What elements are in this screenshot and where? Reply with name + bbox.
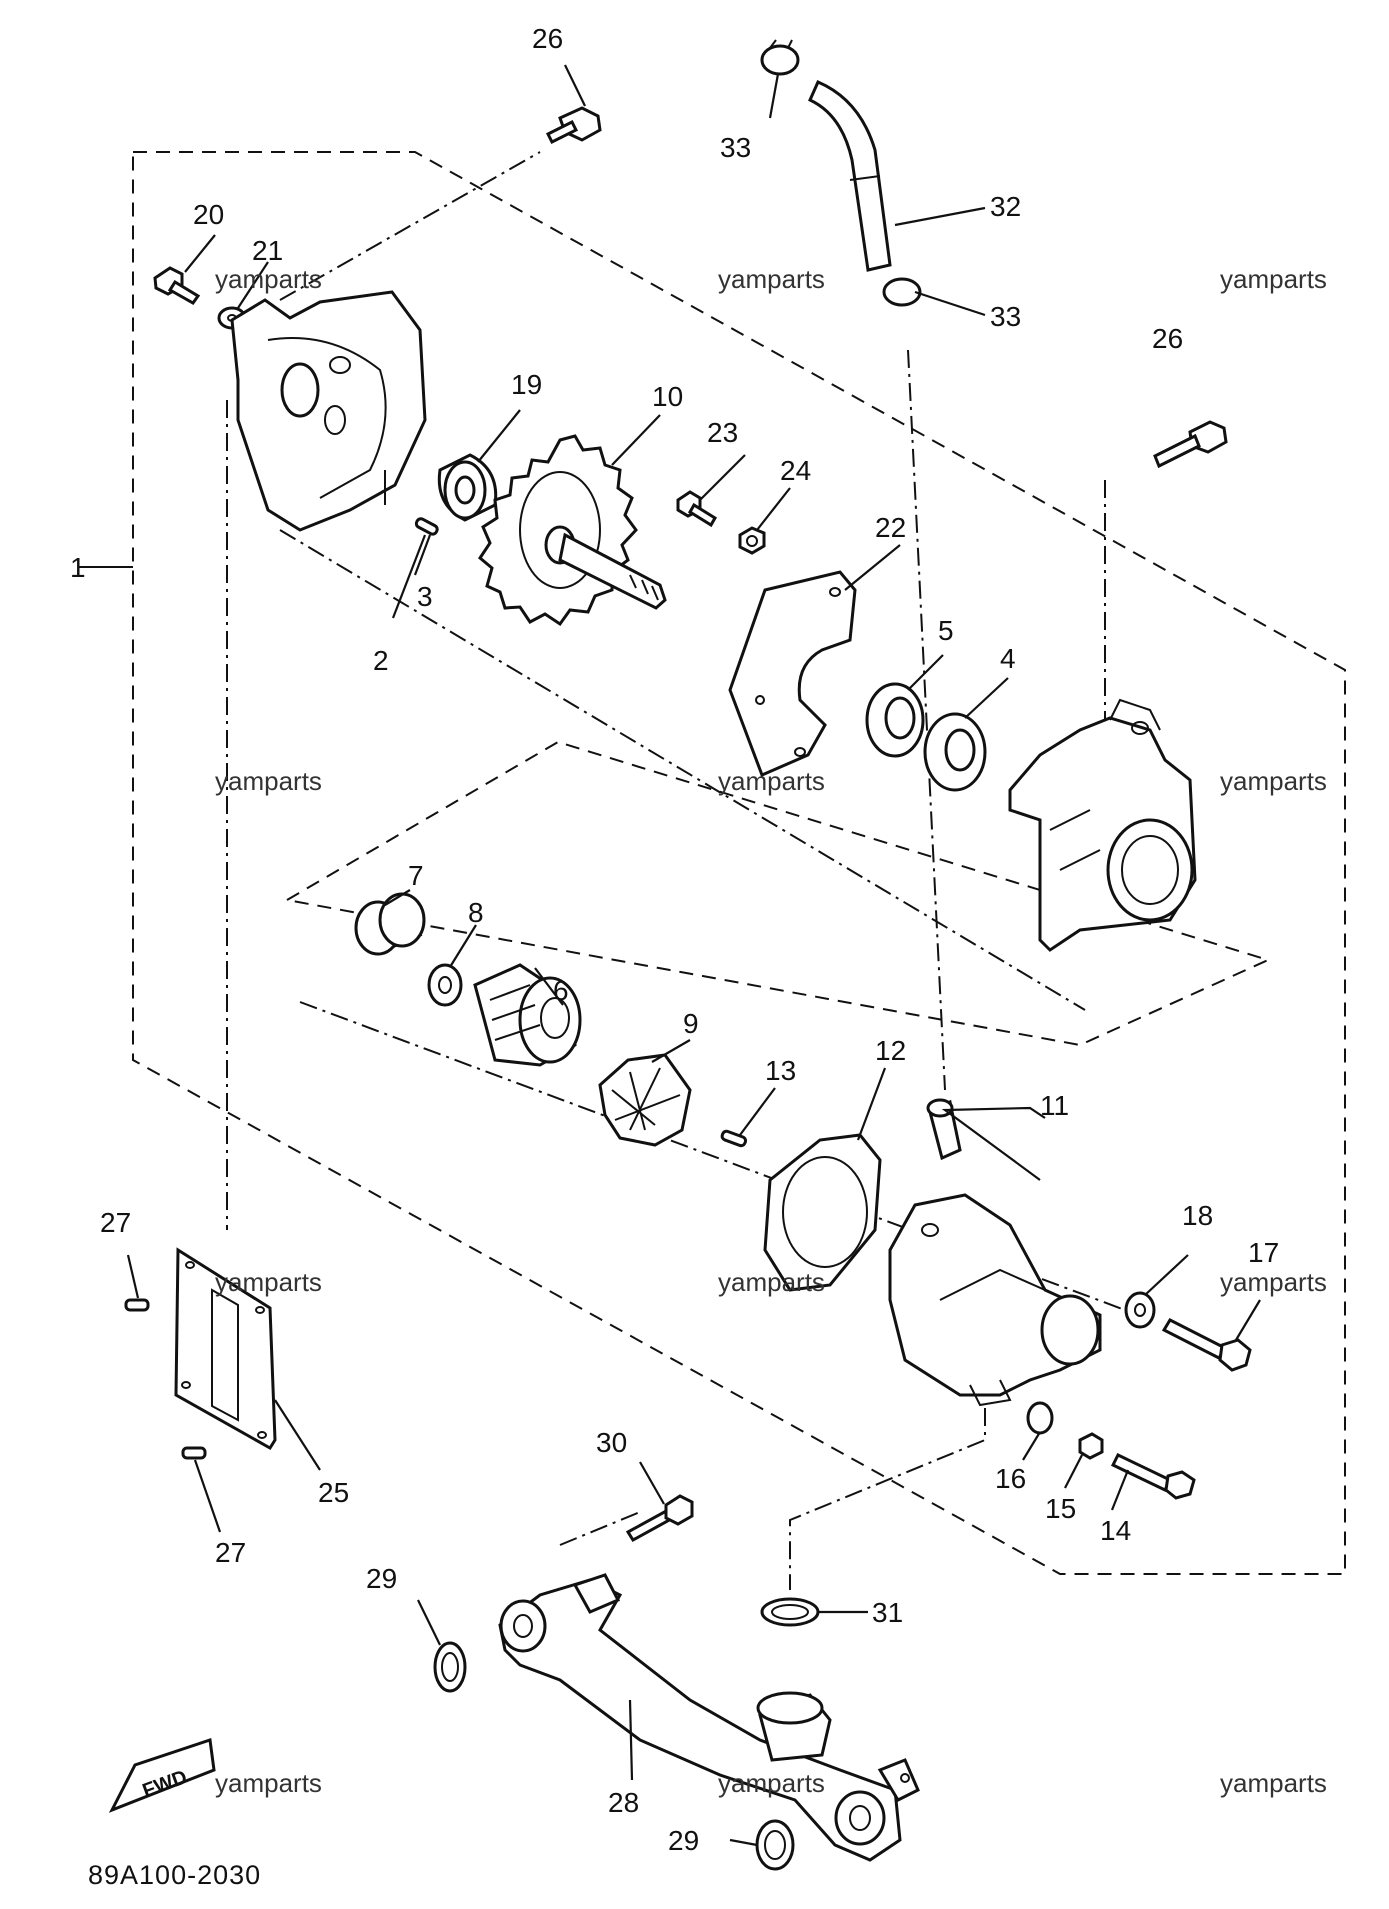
callout-33-lower: 33 xyxy=(990,301,1021,332)
catalog-code: 89A100-2030 xyxy=(88,1860,261,1890)
watermark: yamparts xyxy=(215,264,322,294)
pin-3 xyxy=(414,517,439,536)
callout-1: 1 xyxy=(70,552,86,583)
gasket-12 xyxy=(763,1133,882,1292)
callout-10: 10 xyxy=(652,381,683,412)
impeller-9 xyxy=(598,1053,692,1147)
o-ring-29-lower xyxy=(755,1819,795,1871)
callout-22: 22 xyxy=(875,512,906,543)
callout-17: 17 xyxy=(1248,1237,1279,1268)
bolt-17 xyxy=(1161,1318,1252,1372)
watermark: yamparts xyxy=(718,1267,825,1297)
bolt-20 xyxy=(153,266,201,305)
callout-14: 14 xyxy=(1100,1515,1131,1546)
watermark: yamparts xyxy=(215,766,322,796)
callout-9: 9 xyxy=(683,1008,699,1039)
callout-3: 3 xyxy=(417,581,433,612)
cover-plate-25 xyxy=(174,1247,277,1451)
callout-26-right: 26 xyxy=(1152,323,1183,354)
watermark: yamparts xyxy=(215,1768,322,1798)
callout-labels: 26 33 32 33 26 20 21 19 10 23 24 22 3 2 … xyxy=(70,23,1279,1856)
pump-housing xyxy=(1008,698,1197,952)
callout-26-top: 26 xyxy=(532,23,563,54)
pump-cover xyxy=(888,1193,1102,1407)
watermark: yamparts xyxy=(718,766,825,796)
washer-18 xyxy=(1124,1291,1156,1329)
callout-18: 18 xyxy=(1182,1200,1213,1231)
callout-16: 16 xyxy=(995,1463,1026,1494)
callout-27-upper: 27 xyxy=(100,1207,131,1238)
pin-27-lower xyxy=(181,1446,207,1460)
pump-drive-gear-10 xyxy=(478,434,667,627)
o-ring-29-upper xyxy=(433,1641,467,1693)
callout-33-top: 33 xyxy=(720,132,751,163)
callout-4: 4 xyxy=(1000,643,1016,674)
callout-29-upper: 29 xyxy=(366,1563,397,1594)
callout-15: 15 xyxy=(1045,1493,1076,1524)
bolt-26-right xyxy=(1153,420,1228,469)
crankcase-cover xyxy=(230,290,427,532)
callout-24: 24 xyxy=(780,455,811,486)
callout-23: 23 xyxy=(707,417,738,448)
callout-20: 20 xyxy=(193,199,224,230)
callout-31: 31 xyxy=(872,1597,903,1628)
bearing-19 xyxy=(437,453,498,522)
callout-28: 28 xyxy=(608,1787,639,1818)
callout-5: 5 xyxy=(938,615,954,646)
nut-15 xyxy=(1078,1432,1104,1460)
screw-23 xyxy=(676,490,718,528)
callout-21: 21 xyxy=(252,235,283,266)
callout-2: 2 xyxy=(373,645,389,676)
watermarks: yamparts yamparts yamparts yamparts yamp… xyxy=(215,264,1327,1798)
o-ring-31 xyxy=(760,1597,820,1627)
pulley-6 xyxy=(473,963,582,1067)
callout-30: 30 xyxy=(596,1427,627,1458)
bearing-4 xyxy=(923,712,987,792)
callout-27-lower: 27 xyxy=(215,1537,246,1568)
callout-12: 12 xyxy=(875,1035,906,1066)
watermark: yamparts xyxy=(718,1768,825,1798)
washer-8 xyxy=(427,963,463,1007)
watermark: yamparts xyxy=(1220,264,1327,294)
bolt-14 xyxy=(1110,1453,1196,1500)
fwd-arrow-icon: FWD xyxy=(108,1738,216,1813)
hose-clamp-33-lower xyxy=(882,277,922,307)
callout-13: 13 xyxy=(765,1055,796,1086)
leader-lines xyxy=(126,64,1261,1847)
bolt-26-upper xyxy=(545,106,602,145)
callout-32: 32 xyxy=(990,191,1021,222)
bushing-7 xyxy=(354,892,426,956)
hose-clamp-33-top xyxy=(760,39,800,76)
water-pipe-28 xyxy=(498,1573,920,1862)
callout-29-lower: 29 xyxy=(668,1825,699,1856)
callout-7: 7 xyxy=(408,860,424,891)
hose-32 xyxy=(808,80,892,272)
callout-8: 8 xyxy=(468,897,484,928)
callout-6: 6 xyxy=(553,975,569,1006)
watermark: yamparts xyxy=(1220,766,1327,796)
watermark: yamparts xyxy=(718,264,825,294)
watermark: yamparts xyxy=(1220,1267,1327,1297)
assembly-boundary xyxy=(78,151,1346,1575)
callout-25: 25 xyxy=(318,1477,349,1508)
callout-11: 11 xyxy=(1040,1090,1069,1121)
bolt-30 xyxy=(625,1494,694,1542)
oil-seal-5 xyxy=(865,682,925,758)
watermark: yamparts xyxy=(215,1267,322,1297)
nut-24 xyxy=(738,526,766,555)
pin-13 xyxy=(720,1129,748,1148)
watermark: yamparts xyxy=(1220,1768,1327,1798)
callout-19: 19 xyxy=(511,369,542,400)
plate-22 xyxy=(728,570,857,778)
washer-16 xyxy=(1026,1401,1054,1435)
pin-27-upper xyxy=(124,1298,150,1312)
